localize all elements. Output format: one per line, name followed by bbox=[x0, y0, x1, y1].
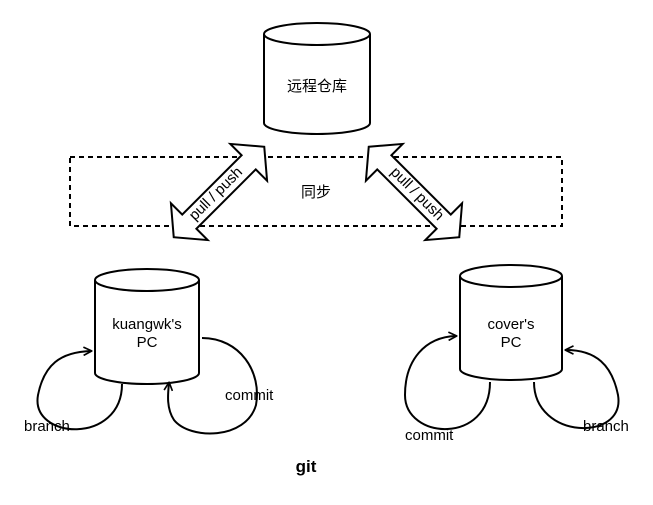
left-sync-arrow bbox=[169, 142, 269, 242]
left-branch-loop bbox=[36, 351, 123, 431]
right-commit-loop bbox=[403, 336, 491, 430]
right-branch-loop bbox=[533, 350, 620, 430]
right-commit-label: commit bbox=[405, 427, 454, 444]
local-right-label-line1: cover's bbox=[487, 316, 534, 333]
local-left-label-line1: kuangwk's bbox=[112, 316, 182, 333]
remote-repo-cylinder bbox=[263, 22, 371, 135]
right-sync-arrow bbox=[364, 142, 464, 242]
local-left-label-line2: PC bbox=[137, 334, 158, 351]
sync-label: 同步 bbox=[301, 184, 331, 201]
right-arrow-label: pull / push bbox=[387, 164, 447, 224]
left-arrow-label: pull / push bbox=[186, 164, 246, 224]
left-branch-label: branch bbox=[24, 418, 70, 435]
sync-region bbox=[69, 156, 563, 227]
local-right-label-line2: PC bbox=[501, 334, 522, 351]
local-right-cylinder bbox=[459, 264, 563, 381]
remote-repo-label: 远程仓库 bbox=[287, 78, 347, 95]
left-commit-loop bbox=[168, 337, 258, 435]
left-commit-label: commit bbox=[225, 387, 274, 404]
local-left-cylinder bbox=[94, 268, 200, 385]
right-branch-label: branch bbox=[583, 418, 629, 435]
diagram-caption: git bbox=[296, 457, 317, 476]
